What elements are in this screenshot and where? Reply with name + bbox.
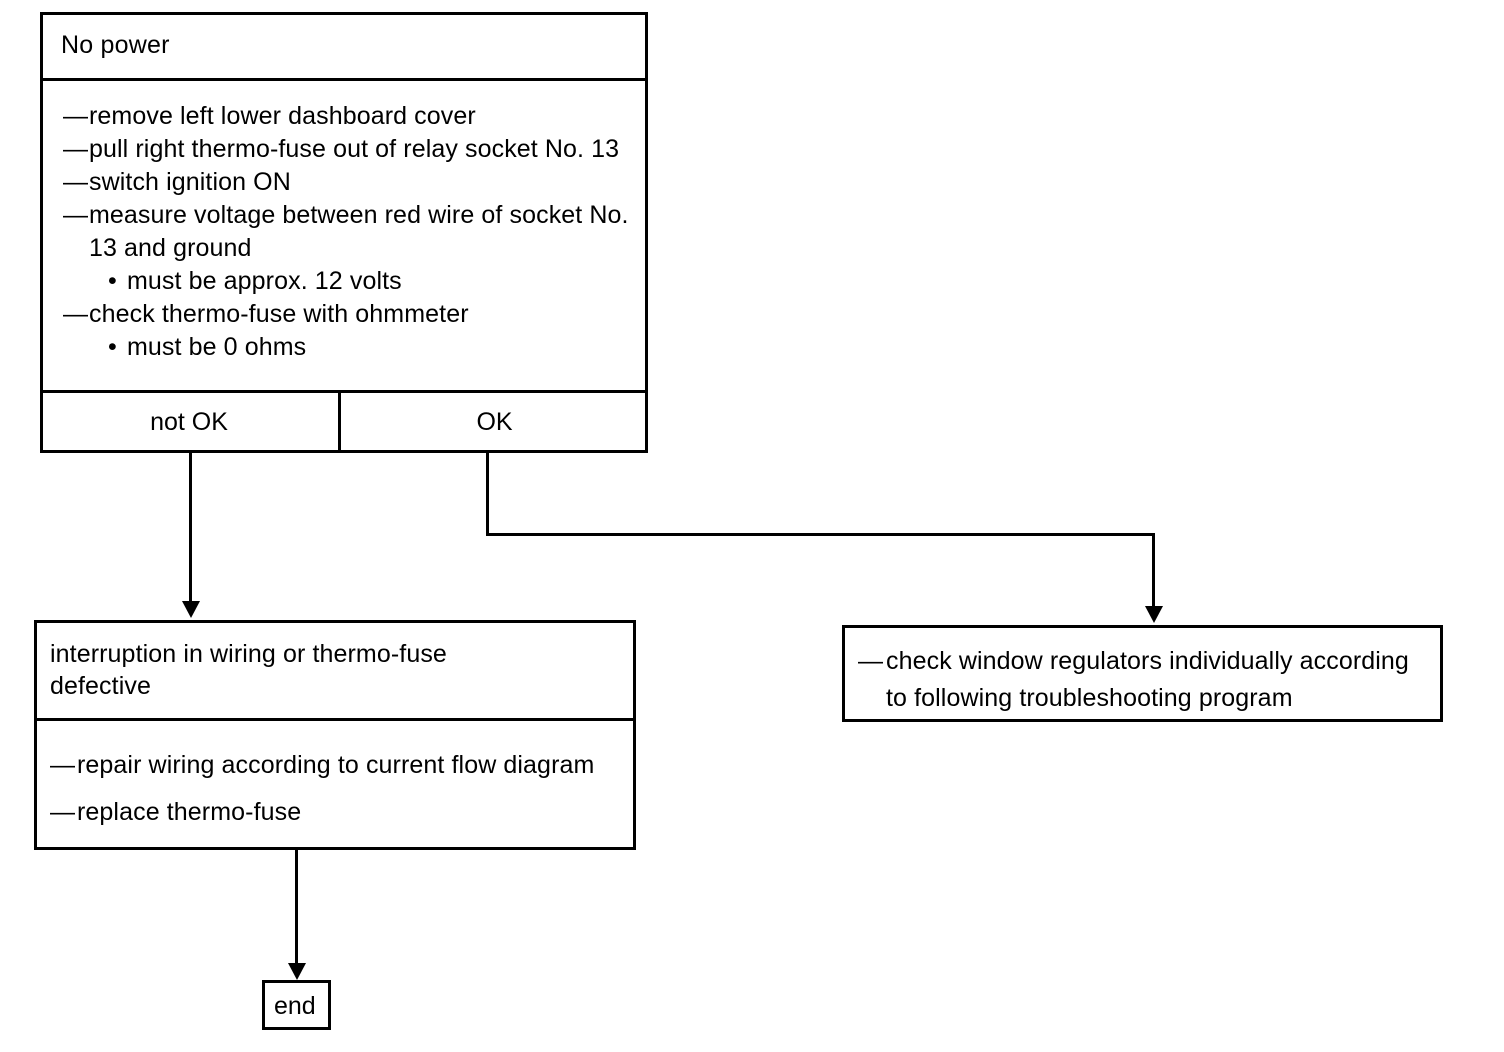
dash-marker: — — [63, 201, 89, 229]
step-item: —measure voltage between red wire of soc… — [63, 199, 643, 232]
dash-marker: — — [50, 798, 76, 826]
step-item-continuation: 13 and ground — [63, 232, 643, 265]
step-text: 13 and ground — [89, 234, 252, 262]
dash-marker: — — [858, 647, 884, 675]
check-regulators-box — [842, 625, 1443, 722]
connector-end-arrowhead — [288, 963, 306, 980]
decision-ok-label: OK — [476, 408, 513, 436]
dash-marker: — — [63, 102, 89, 130]
step-subitem: • must be 0 ohms — [63, 331, 643, 364]
fault-result-text: interruption in wiring or thermo-fuse de… — [50, 638, 620, 702]
dash-marker: — — [63, 300, 89, 328]
end-label: end — [274, 992, 316, 1020]
check-text: check window regulators individually acc… — [886, 647, 1409, 675]
action-text: replace thermo-fuse — [77, 798, 302, 826]
bullet-marker: • — [108, 333, 117, 361]
connector-end-vertical — [295, 850, 298, 965]
step-item: —remove left lower dashboard cover — [63, 100, 643, 133]
connector-ok-vertical-drop — [1152, 533, 1155, 608]
step-item: —pull right thermo-fuse out of relay soc… — [63, 133, 643, 166]
step-text: check thermo-fuse with ohmmeter — [89, 300, 469, 328]
fault-action-list: —repair wiring according to current flow… — [50, 742, 620, 836]
action-item: —repair wiring according to current flow… — [50, 742, 620, 789]
connector-ok-horizontal — [486, 533, 1155, 536]
connector-not-ok-arrowhead — [182, 601, 200, 618]
step-text: must be 0 ohms — [127, 333, 307, 361]
dash-marker: — — [63, 168, 89, 196]
dash-marker: — — [63, 135, 89, 163]
decision-row-top-divider — [40, 390, 648, 393]
end-box — [262, 980, 331, 1030]
step-item: —check thermo-fuse with ohmmeter — [63, 298, 643, 331]
bullet-marker: • — [108, 267, 117, 295]
no-power-box — [40, 12, 648, 453]
check-item-continuation: to following troubleshooting program — [858, 680, 1433, 717]
step-subitem: • must be approx. 12 volts — [63, 265, 643, 298]
decision-row-split — [338, 390, 341, 453]
step-text: measure voltage between red wire of sock… — [89, 201, 629, 229]
check-regulators-list: —check window regulators individually ac… — [858, 643, 1433, 717]
dash-marker: — — [50, 751, 76, 779]
action-text: repair wiring according to current flow … — [77, 751, 595, 779]
connector-not-ok-vertical — [189, 453, 192, 603]
fault-result-line: interruption in wiring or thermo-fuse — [50, 640, 447, 668]
no-power-title: No power — [61, 31, 170, 59]
fault-box-divider — [34, 718, 636, 721]
action-item: —replace thermo-fuse — [50, 789, 620, 836]
step-text: switch ignition ON — [89, 168, 291, 196]
fault-result-line: defective — [50, 672, 151, 700]
connector-ok-vertical-down — [486, 453, 489, 536]
step-text: pull right thermo-fuse out of relay sock… — [89, 135, 620, 163]
no-power-header-divider — [40, 78, 648, 81]
step-text: remove left lower dashboard cover — [89, 102, 476, 130]
check-item: —check window regulators individually ac… — [858, 643, 1433, 680]
step-item: —switch ignition ON — [63, 166, 643, 199]
check-text: to following troubleshooting program — [886, 684, 1293, 712]
no-power-step-list: —remove left lower dashboard cover —pull… — [63, 100, 643, 364]
connector-ok-arrowhead — [1145, 606, 1163, 623]
fault-result-box — [34, 620, 636, 850]
step-text: must be approx. 12 volts — [127, 267, 402, 295]
decision-not-ok-label: not OK — [150, 408, 228, 436]
